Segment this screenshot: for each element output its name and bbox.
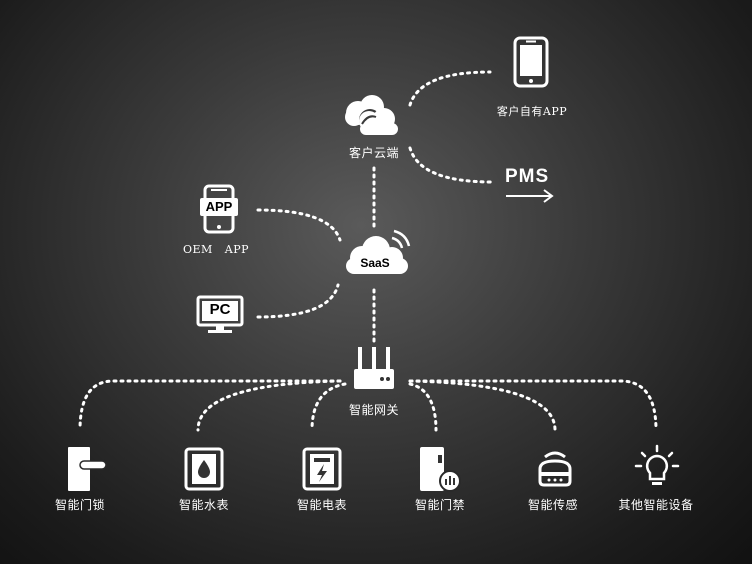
link-oem-saas [256, 208, 342, 242]
oem-phone-icon [200, 184, 238, 234]
light-bulb-icon [634, 444, 680, 485]
pc-label: PC [209, 301, 231, 318]
saas-cloud-icon [346, 229, 411, 274]
link-cloud-app [408, 70, 492, 107]
device-label: 智能水表 [178, 498, 230, 512]
customer-cloud-label: 客户云端 [348, 146, 400, 160]
device-label: 智能门锁 [54, 498, 106, 512]
gateway-label: 智能网关 [348, 403, 400, 417]
device-label: 智能电表 [296, 498, 348, 512]
pms-label: PMS [505, 166, 550, 187]
device-label: 其他智能设备 [618, 498, 694, 512]
customer-app-label: 客户自有APP [496, 105, 568, 118]
smartphone-icon [513, 36, 549, 88]
gateway-router-icon [354, 347, 394, 389]
door-lock-icon [68, 447, 107, 491]
app-badge-label: APP [205, 199, 233, 214]
saas-label: SaaS [360, 256, 390, 270]
link-gateway-sensor [408, 379, 557, 432]
link-gateway-access [408, 382, 438, 432]
link-gateway-meter [310, 382, 347, 432]
cloud-icon [345, 95, 398, 135]
link-gateway-water [196, 379, 342, 432]
link-cloud-pms [408, 146, 494, 184]
water-meter-icon [184, 447, 224, 491]
arrow-right-icon [506, 189, 554, 203]
sensor-icon [538, 451, 572, 487]
device-label: 智能传感 [527, 498, 579, 512]
access-control-icon [420, 447, 461, 492]
link-pc-saas [256, 283, 340, 319]
link-gateway-right [408, 379, 658, 432]
oem-app-label: OEM APP [182, 243, 250, 256]
electric-meter-icon [302, 447, 342, 491]
link-gateway-left [78, 379, 342, 432]
device-label: 智能门禁 [414, 498, 466, 512]
pc-monitor-icon [196, 295, 244, 333]
